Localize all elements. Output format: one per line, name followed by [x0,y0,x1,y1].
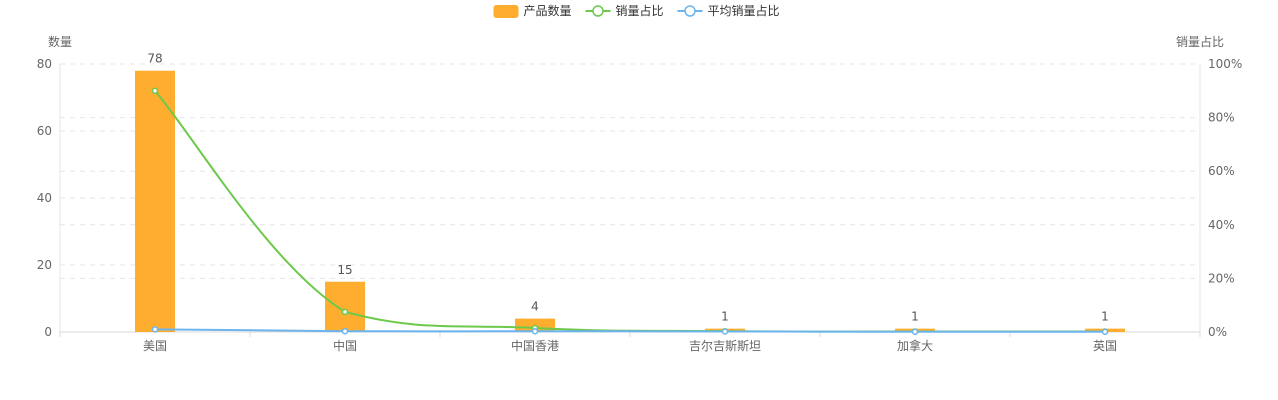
y-left-tick-label: 20 [37,258,52,272]
avg-sales-share-point [721,328,729,335]
bar-data-label: 78 [147,52,162,66]
bar [135,70,175,332]
x-tick-label: 中国香港 [511,338,559,353]
y-left-tick-label: 0 [44,325,52,339]
legend-swatch-bar [493,5,519,18]
line-series [151,87,1109,335]
data-labels: 78 15 4 1 1 1 [147,52,1108,324]
bar-data-label: 1 [1101,310,1109,324]
legend-label: 销量占比 [616,3,664,18]
avg-sales-share-line [154,328,1106,333]
x-tick-label: 加拿大 [897,338,933,353]
y-right-tick-label: 60% [1208,164,1235,178]
avg-sales-share-point [341,327,349,335]
bar-data-label: 1 [911,310,919,324]
x-tick-label: 吉尔吉斯斯坦 [689,338,761,353]
avg-sales-share-point [911,328,919,335]
bar-series [135,70,1125,332]
grid-lines [60,63,1200,279]
legend-label: 平均销量占比 [708,3,780,18]
x-tick-label: 中国 [333,338,357,353]
sales-share-point [341,308,349,316]
bar-data-label: 4 [531,300,539,314]
y-right-tick-label: 0% [1208,325,1227,339]
y-left-tick-label: 40 [37,191,52,205]
legend-swatch-marker [592,5,604,17]
sales-share-line [154,90,1106,333]
legend-swatch-marker [684,5,696,17]
y-left-tick-label: 60 [37,124,52,138]
legend: 产品数量 销量占比 平均销量占比 [493,3,780,18]
avg-sales-share-point [1101,328,1109,335]
bar-data-label: 1 [721,310,729,324]
avg-sales-share-point [151,326,159,333]
x-tick-label: 美国 [143,339,167,353]
legend-label: 产品数量 [524,3,572,18]
sales-share-point [151,87,159,95]
y-right-tick-label: 100% [1208,57,1242,71]
y-left-tick-label: 80 [37,57,52,71]
y-right-axis-title: 销量占比 [1176,34,1224,49]
bar-data-label: 15 [337,263,352,277]
bar [325,281,365,332]
y-right-tick-label: 20% [1208,271,1235,285]
axes: 美国 中国 中国香港 吉尔吉斯斯坦 加拿大 英国 0 20 40 60 80 0% 20% 40% 60% 8… [37,34,1243,353]
avg-sales-share-point [531,327,539,335]
y-left-axis-title: 数量 [48,34,72,49]
y-right-tick-label: 40% [1208,218,1235,232]
x-tick-label: 英国 [1093,339,1117,353]
y-right-tick-label: 80% [1208,111,1235,125]
